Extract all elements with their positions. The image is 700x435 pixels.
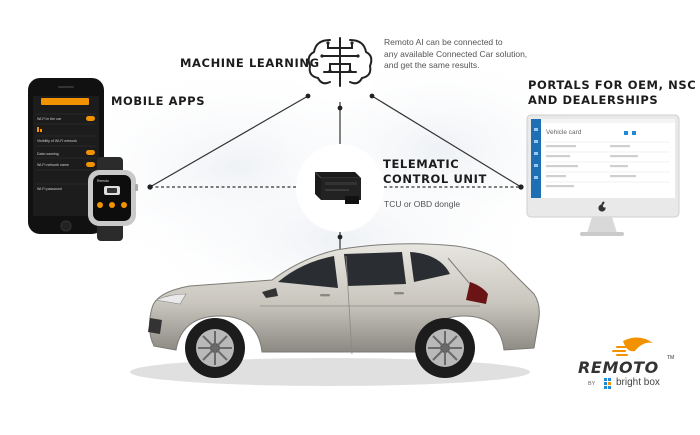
smartphone: Wi-Fi in the car Visibility of Wi-Fi net… (28, 78, 104, 234)
brand-name: REMOTO (578, 358, 659, 377)
car-suv (130, 243, 540, 386)
phone-row-password: Wi-Fi password (37, 187, 62, 191)
remoto-swoosh-icon (604, 337, 653, 389)
ml-description-line1: Remoto AI can be connected to (384, 37, 503, 47)
connection-dots (147, 93, 524, 240)
portals-label-line1: PORTALS FOR OEM, NSC (528, 78, 697, 92)
link-ml-portal (371, 95, 522, 188)
ml-description-line2: any available Connected Car solution, (384, 48, 528, 59)
brand-partner: bright box (616, 377, 660, 388)
ml-description-line3: and get the same results. (384, 60, 480, 70)
portals-label-line2: AND DEALERSHIPS (528, 93, 659, 107)
tcu-description: TCU or OBD dongle (384, 199, 461, 209)
monitor-title: Vehicle card (546, 129, 582, 136)
remoto-logo: REMOTO TM BY bright box (573, 333, 683, 395)
desktop-monitor: Vehicle card (526, 114, 680, 236)
obd-dongle-icon (314, 171, 361, 204)
watch-title: Remoto (97, 179, 109, 183)
brain-chip-icon (307, 37, 373, 87)
machine-learning-label: MACHINE LEARNING (180, 56, 320, 70)
rear-wheel (415, 318, 475, 378)
bright-box-icon (604, 378, 611, 389)
portals-label: PORTALS FOR OEM, NSC AND DEALERSHIPS (528, 78, 696, 108)
phone-row-wifi: Wi-Fi in the car (37, 117, 62, 121)
front-wheel (185, 318, 245, 378)
smartwatch: Remoto (88, 157, 138, 241)
brand-tm: TM (667, 355, 675, 361)
apple-logo-icon (598, 201, 607, 212)
ml-node (300, 22, 380, 102)
tcu-label-line1: TELEMATIC (383, 157, 460, 171)
phone-row-roaming: Data roaming (37, 152, 59, 156)
phone-row-visibility: Visibility of Wi-Fi network (37, 139, 77, 143)
brand-by: BY (588, 381, 596, 387)
mobile-apps-label: MOBILE APPS (111, 94, 206, 108)
link-ml-mobile (149, 95, 309, 188)
tcu-label: TELEMATIC CONTROL UNIT (383, 157, 487, 187)
phone-row-network-name: Wi-Fi network name (37, 163, 69, 167)
tcu-node (296, 144, 384, 232)
tcu-label-line2: CONTROL UNIT (383, 172, 487, 186)
ml-description: Remoto AI can be connected to any availa… (384, 37, 527, 72)
